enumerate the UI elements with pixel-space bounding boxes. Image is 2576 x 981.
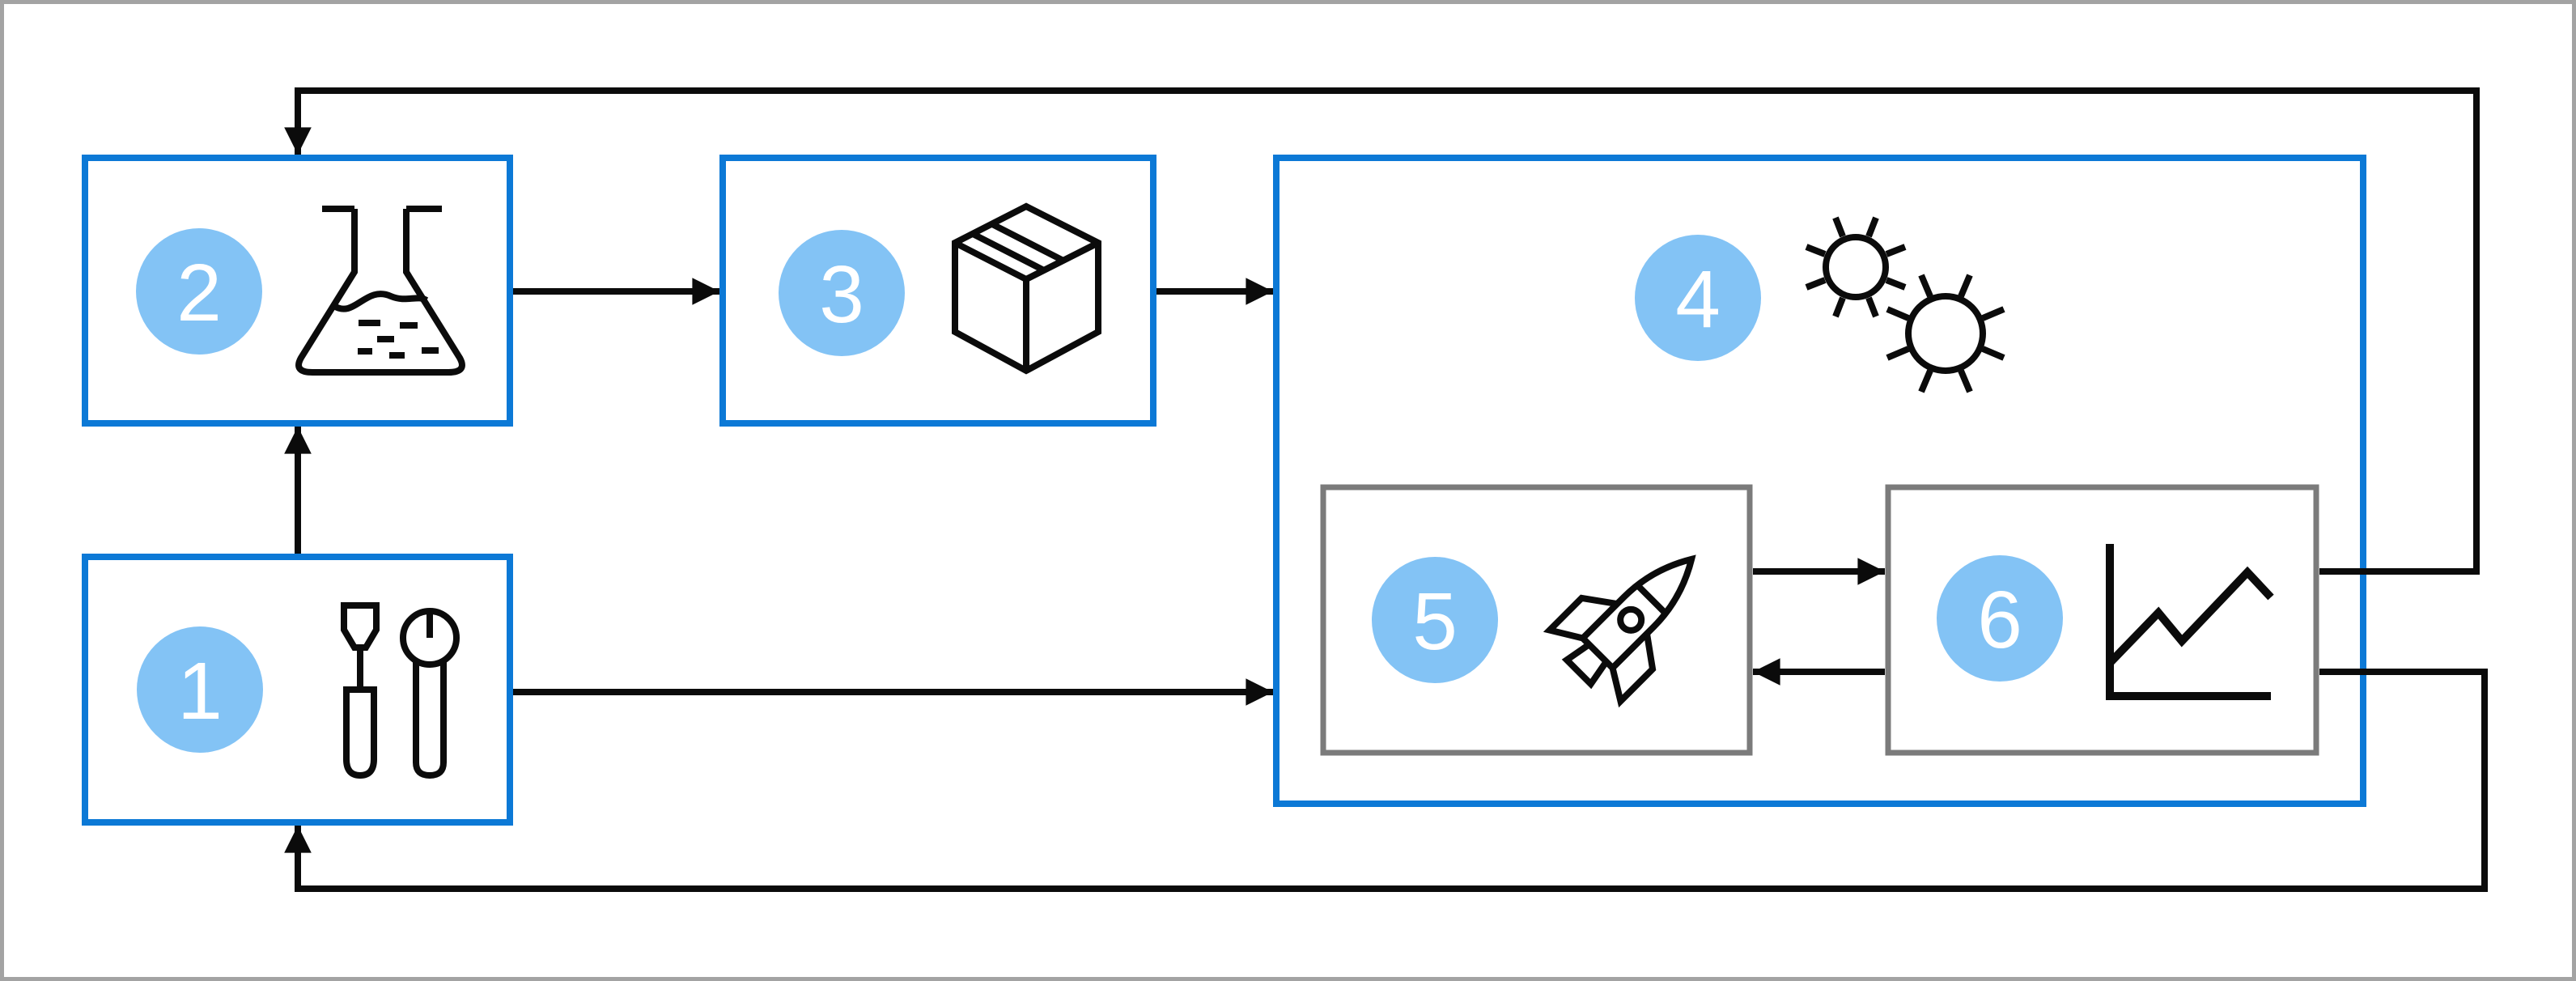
step-6-badge <box>1937 555 2063 682</box>
step-6-number: 6 <box>1977 575 2022 665</box>
wrench-icon <box>400 608 460 779</box>
microbes-icon <box>1805 216 2005 393</box>
microbe-large-icon <box>1886 274 2005 393</box>
step-5-badge <box>1372 557 1498 683</box>
tools-icon <box>341 602 460 779</box>
microbe-small-icon <box>1805 216 1907 318</box>
step-3-number: 3 <box>819 249 864 340</box>
flask-icon <box>295 206 465 376</box>
screwdriver-icon <box>341 602 380 779</box>
step-2-number: 2 <box>176 248 222 338</box>
line-chart-icon <box>2106 544 2274 700</box>
feedback-arrow-6-to-2 <box>284 87 2480 575</box>
step-5-number: 5 <box>1412 576 1458 667</box>
step-2-badge <box>136 228 262 355</box>
step-1-group: 1 <box>82 554 513 826</box>
step-3-badge <box>779 230 905 356</box>
step-4-number: 4 <box>1675 254 1721 345</box>
step-6-group: 6 <box>1885 484 2319 756</box>
step-4-badge <box>1635 235 1761 361</box>
step-1-badge <box>137 626 263 753</box>
package-icon <box>952 202 1101 375</box>
step-1-number: 1 <box>177 646 223 737</box>
rocket-icon <box>1543 554 1696 708</box>
step-5-group: 5 <box>1320 484 1753 756</box>
step-2-group: 2 <box>82 155 513 427</box>
feedback-arrow-6-to-1 <box>284 669 2488 892</box>
step-3-group: 3 <box>719 155 1156 427</box>
